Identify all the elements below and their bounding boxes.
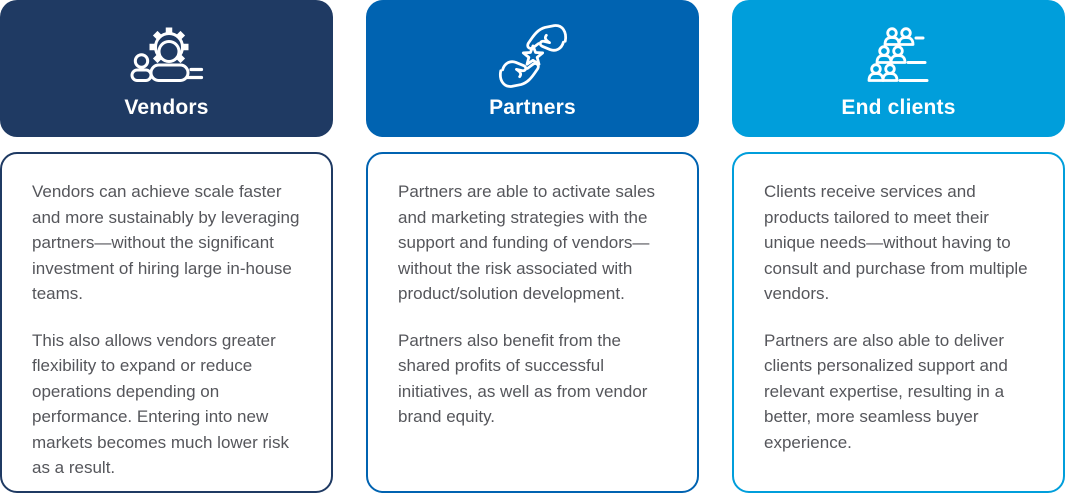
end-clients-header-card: End clients [732,0,1065,137]
vendors-paragraph-2: This also allows vendors greater flexibi… [32,330,289,478]
end-clients-description-card: Clients receive services and products ta… [732,152,1065,493]
partners-description-card: Partners are able to activate sales and … [366,152,699,493]
vendors-title: Vendors [124,95,209,119]
end-clients-title: End clients [841,95,956,119]
partners-title: Partners [489,95,576,119]
column-partners: Partners Partners are able to activate s… [366,0,699,493]
partners-paragraph-1: Partners are able to activate sales and … [398,182,656,303]
vendors-header-card: Vendors [0,0,333,137]
clients-group-icon [859,22,939,90]
column-vendors: Vendors Vendors can achieve scale faster… [0,0,333,493]
end-clients-paragraph-1: Clients receive services and products ta… [764,182,1028,303]
column-end-clients: End clients Clients receive services and… [732,0,1065,493]
partners-header-card: Partners [366,0,699,137]
gear-person-icon [128,22,206,90]
vendors-paragraph-1: Vendors can achieve scale faster and mor… [32,182,300,303]
hands-star-icon [495,22,571,90]
partners-paragraph-2: Partners also benefit from the shared pr… [398,330,648,427]
end-clients-paragraph-2: Partners are also able to deliver client… [764,330,1008,452]
vendors-description-card: Vendors can achieve scale faster and mor… [0,152,333,493]
